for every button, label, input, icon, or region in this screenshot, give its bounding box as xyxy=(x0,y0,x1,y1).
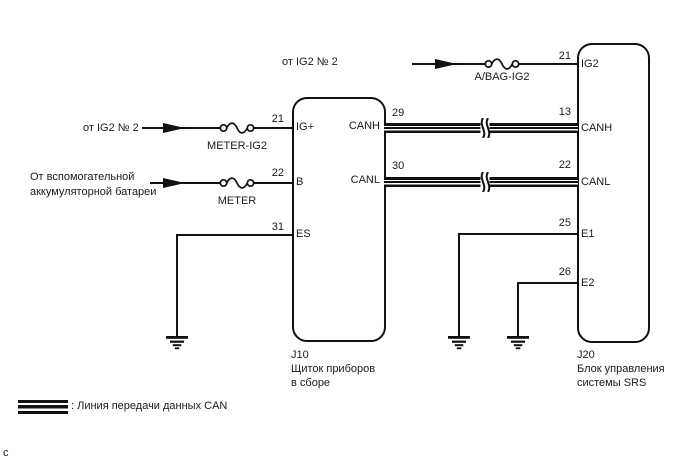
arrow-icon xyxy=(435,59,457,69)
j10-caption: J10 Щиток приборов в сборе xyxy=(291,348,375,390)
j10-name-line1: Щиток приборов xyxy=(291,363,376,375)
fuse-meter-label: METER xyxy=(217,195,257,207)
ground-icon xyxy=(448,336,470,350)
j10-name-line2: в сборе xyxy=(291,377,331,389)
pin-label-j20-e2: E2 xyxy=(581,277,595,289)
pin-label-j20-canl: CANL xyxy=(581,176,611,188)
fuse-meter-icon xyxy=(219,177,255,189)
wire-es-horizontal xyxy=(176,234,294,236)
legend-can-line-label: : Линия передачи данных CAN xyxy=(71,400,228,412)
pin-number-j20-21: 21 xyxy=(558,50,571,62)
wire-break-icon xyxy=(480,118,491,138)
pin-number-j20-25: 25 xyxy=(558,217,571,229)
pin-number-j10-21: 21 xyxy=(271,113,284,125)
j10-connector-block xyxy=(292,97,386,342)
wire-e1-vertical xyxy=(458,233,460,337)
fuse-abag-ig2-icon xyxy=(484,58,520,70)
pin-label-j20-e1: E1 xyxy=(581,228,595,240)
pin-number-j10-31: 31 xyxy=(271,221,284,233)
source-label-ig2: от IG2 № 2 xyxy=(83,122,139,134)
footnote-marker: c xyxy=(3,447,9,459)
j10-id: J10 xyxy=(291,349,309,361)
ground-icon xyxy=(507,336,529,350)
fuse-meter-ig2-label: METER-IG2 xyxy=(207,140,267,152)
source-label-top-ig2: от IG2 № 2 xyxy=(282,56,338,68)
pin-label-j10-canh: CANH xyxy=(348,120,380,132)
pin-number-j20-13: 13 xyxy=(558,106,571,118)
pin-label-j20-ig2: IG2 xyxy=(581,58,599,70)
pin-number-j10-22: 22 xyxy=(271,167,284,179)
pin-number-j10-30: 30 xyxy=(392,160,405,172)
source-label-battery-line2: аккумуляторной батареи xyxy=(30,186,157,198)
j20-name-line1: Блок управления xyxy=(577,363,665,375)
j20-caption: J20 Блок управления системы SRS xyxy=(577,348,665,390)
pin-number-j20-26: 26 xyxy=(558,266,571,278)
j20-id: J20 xyxy=(577,349,595,361)
j20-connector-block xyxy=(577,43,650,343)
pin-label-j10-es: ES xyxy=(296,228,311,240)
ground-icon xyxy=(166,336,188,350)
source-label-battery-line1: От вспомогательной xyxy=(30,171,135,183)
can-line-sample xyxy=(18,400,68,414)
wire-e2-vertical xyxy=(517,282,519,337)
pin-label-j10-canl: CANL xyxy=(350,174,380,186)
wire-break-icon xyxy=(480,172,491,192)
arrow-icon xyxy=(163,123,185,133)
pin-label-j20-canh: CANH xyxy=(581,122,613,134)
arrow-icon xyxy=(163,178,185,188)
fuse-abag-ig2-label: A/BAG-IG2 xyxy=(474,71,530,83)
fuse-meter-ig2-icon xyxy=(219,122,255,134)
wire-es-vertical xyxy=(176,234,178,337)
j20-name-line2: системы SRS xyxy=(577,377,647,389)
pin-number-j10-29: 29 xyxy=(392,107,405,119)
pin-label-j10-igplus: IG+ xyxy=(296,121,315,133)
wire-e1-horizontal xyxy=(458,233,578,235)
wire-e2-horizontal xyxy=(517,282,578,284)
pin-number-j20-22: 22 xyxy=(558,159,571,171)
pin-label-j10-b: B xyxy=(296,176,304,188)
wire-ig-plus xyxy=(142,127,294,129)
